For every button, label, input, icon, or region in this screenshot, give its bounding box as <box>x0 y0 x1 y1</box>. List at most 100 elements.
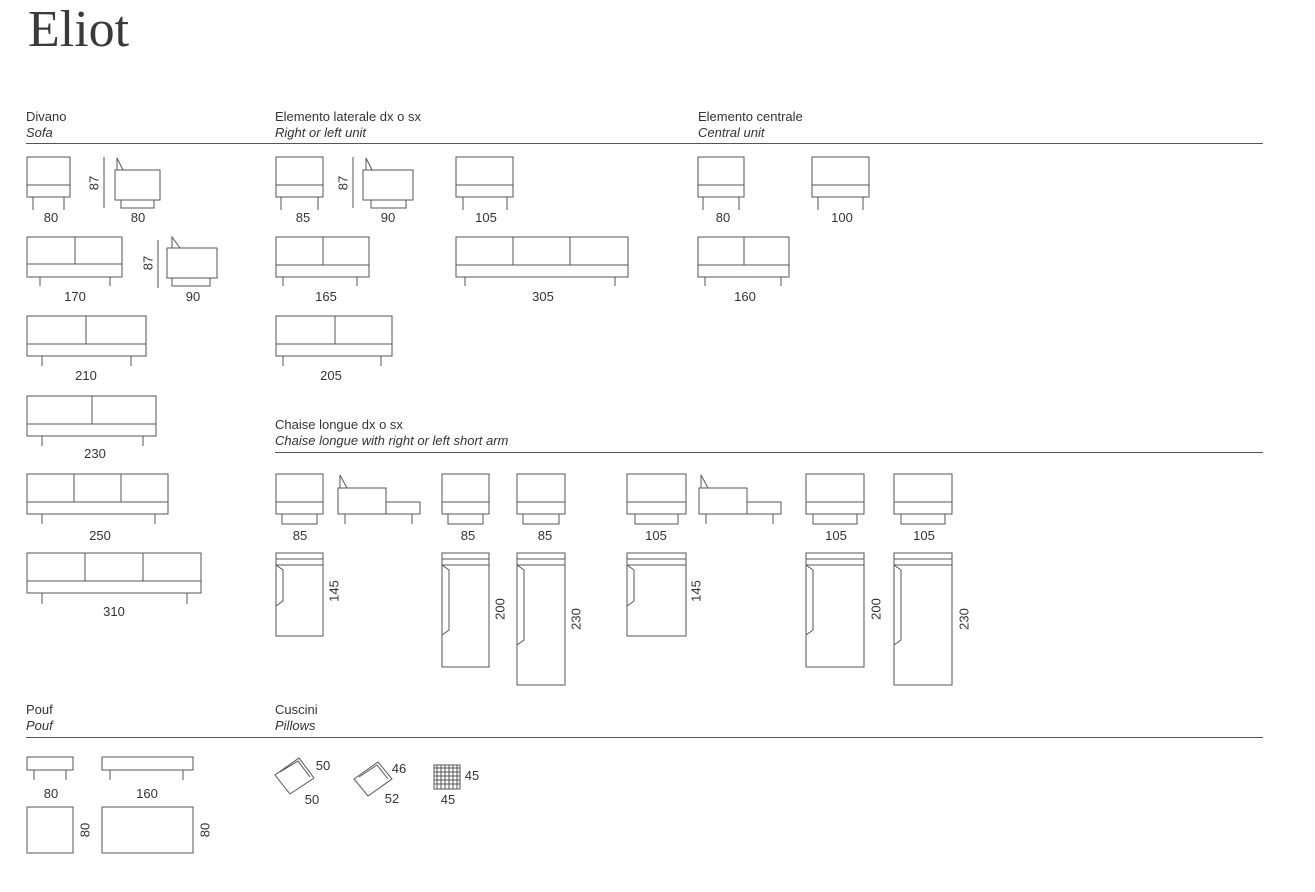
side-unit-305 <box>455 236 629 286</box>
dimension-label: 105 <box>825 528 847 543</box>
dimension-label: 85 <box>292 528 308 543</box>
section-header-central: Elemento centrale Central unit <box>698 109 803 141</box>
dimension-label: 230 <box>568 608 584 630</box>
dimension-label: 80 <box>130 210 146 225</box>
dimension-label: 200 <box>868 598 884 620</box>
pillow-45x45 <box>433 764 461 790</box>
dimension-label: 230 <box>84 446 106 461</box>
dimension-label: 45 <box>440 792 456 807</box>
section-title-it: Pouf <box>26 702 53 717</box>
sofa-230 <box>26 395 157 446</box>
dimension-label: 87 <box>86 175 102 191</box>
chaise-front-85b <box>441 473 490 525</box>
section-title-en: Central unit <box>698 125 765 140</box>
dimension-label: 105 <box>913 528 935 543</box>
dimension-label: 90 <box>380 210 396 225</box>
dimension-label: 100 <box>831 210 853 225</box>
dimension-label: 145 <box>326 580 342 602</box>
section-title-en: Pillows <box>275 718 316 733</box>
chaise-side-view <box>337 474 421 524</box>
dimension-label: 85 <box>460 528 476 543</box>
section-title-it: Chaise longue dx o sx <box>275 417 403 432</box>
dimension-label: 145 <box>688 580 704 602</box>
section-divider <box>26 143 1263 144</box>
sofa-210 <box>26 315 147 366</box>
dimension-label: 105 <box>645 528 667 543</box>
central-unit-80 <box>697 156 745 210</box>
dimension-label: 305 <box>532 289 554 304</box>
chaise-front-105c <box>893 473 953 525</box>
dimension-label: 52 <box>384 791 400 806</box>
sofa-170 <box>26 236 123 286</box>
pillow-46x52 <box>353 761 393 797</box>
chaise-plan-145 <box>275 552 324 637</box>
chaise-front-105b <box>805 473 865 525</box>
dimension-label: 46 <box>391 761 407 776</box>
side-unit-105 <box>455 156 514 210</box>
chaise-front-105 <box>626 473 687 525</box>
dimension-label: 80 <box>43 210 59 225</box>
dimension-label: 80 <box>197 822 213 838</box>
dimension-label: 165 <box>315 289 337 304</box>
dimension-label: 310 <box>103 604 125 619</box>
section-title-it: Elemento centrale <box>698 109 803 124</box>
dimension-label: 87 <box>140 255 156 271</box>
section-header-pouf: Pouf Pouf <box>26 702 53 734</box>
section-header-pillows: Cuscini Pillows <box>275 702 318 734</box>
central-unit-100 <box>811 156 870 210</box>
dimension-label: 80 <box>43 786 59 801</box>
dimension-label: 230 <box>956 608 972 630</box>
dimension-label: 105 <box>475 210 497 225</box>
section-divider <box>275 452 1263 453</box>
page-title: Eliot <box>28 1 130 58</box>
chaise-front-85c <box>516 473 566 525</box>
sofa-310 <box>26 552 202 604</box>
pillow-50x50 <box>274 757 315 795</box>
section-title-it: Cuscini <box>275 702 318 717</box>
pouf-160-front <box>101 756 194 780</box>
dimension-label: 160 <box>734 289 756 304</box>
side-unit-165 <box>275 236 370 286</box>
dimension-label: 210 <box>75 368 97 383</box>
dimension-label: 90 <box>185 289 201 304</box>
chaise-plan-200b <box>805 552 865 668</box>
chaise-plan-230b <box>893 552 953 686</box>
dimension-label: 205 <box>320 368 342 383</box>
pouf-80-plan <box>26 806 74 854</box>
side-unit-side-view <box>362 157 414 209</box>
chaise-side-view-105 <box>698 474 782 524</box>
dimension-label: 50 <box>315 758 331 773</box>
dimension-label: 250 <box>89 528 111 543</box>
sofa-80-front <box>26 156 71 210</box>
dimension-label: 160 <box>136 786 158 801</box>
sofa-side-view <box>114 157 161 209</box>
sofa-side-view-90 <box>166 235 218 287</box>
dimension-label: 87 <box>335 175 351 191</box>
section-header-chaise: Chaise longue dx o sx Chaise longue with… <box>275 417 508 449</box>
section-title-en: Sofa <box>26 125 53 140</box>
dimension-label: 85 <box>295 210 311 225</box>
dimension-label: 200 <box>492 598 508 620</box>
section-divider <box>26 737 1263 738</box>
section-title-en: Pouf <box>26 718 53 733</box>
side-unit-85-front <box>275 156 324 210</box>
section-title-it: Elemento laterale dx o sx <box>275 109 421 124</box>
dimension-label: 80 <box>77 822 93 838</box>
pouf-80-front <box>26 756 74 780</box>
dimension-label: 80 <box>715 210 731 225</box>
chaise-plan-200 <box>441 552 490 668</box>
section-title-it: Divano <box>26 109 67 124</box>
section-header-side-unit: Elemento laterale dx o sx Right or left … <box>275 109 421 141</box>
section-title-en: Right or left unit <box>275 125 367 140</box>
chaise-plan-230 <box>516 552 566 686</box>
chaise-front-85 <box>275 473 324 525</box>
dimension-label: 85 <box>537 528 553 543</box>
section-header-sofa: Divano Sofa <box>26 109 66 141</box>
section-title-en: Chaise longue with right or left short a… <box>275 433 509 448</box>
central-unit-160 <box>697 236 790 286</box>
pouf-160-plan <box>101 806 194 854</box>
sofa-250 <box>26 473 169 524</box>
dimension-label: 170 <box>64 289 86 304</box>
dimension-label: 50 <box>304 792 320 807</box>
